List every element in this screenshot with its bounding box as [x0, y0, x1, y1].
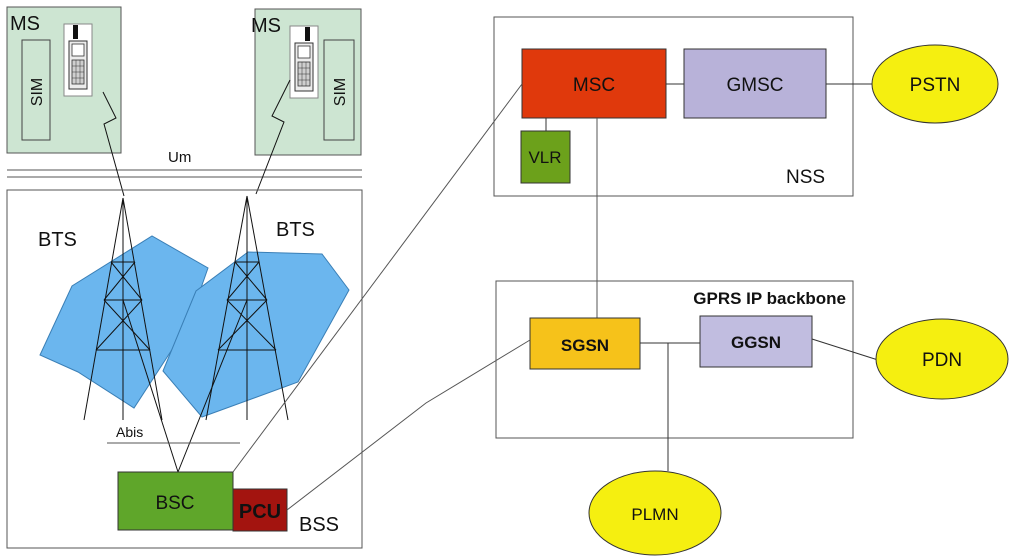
sim-left-card [21, 39, 51, 141]
vlr-node [520, 130, 571, 184]
sim-left-label: SIM [29, 78, 46, 106]
ms-right-box: MS SIM [251, 8, 362, 156]
sim-right-card [323, 39, 355, 141]
cell-right [162, 251, 350, 418]
radio-tower-icon [205, 195, 289, 421]
ggsn-node [699, 315, 813, 368]
ggsn-pdn-link [811, 338, 879, 361]
abis-label: Abis [116, 424, 143, 440]
pstn-label: PSTN [910, 75, 961, 96]
pdn-node [875, 318, 1009, 400]
ms-right-label: MS [251, 15, 281, 37]
bsc-node [117, 471, 234, 531]
bss-box [6, 189, 363, 549]
bsc-msc-link [232, 83, 523, 473]
gprs-backbone-label: GPRS IP backbone [693, 289, 846, 308]
plmn-node [588, 470, 722, 556]
pcu-label: PCU [239, 501, 281, 523]
sim-right-label: SIM [332, 78, 349, 106]
vlr-label: VLR [528, 148, 561, 167]
ms-left-box: MS SIM [6, 6, 122, 154]
bts-right-label: BTS [276, 219, 315, 241]
bts-left-label: BTS [38, 229, 77, 251]
ms-left-label: MS [10, 13, 40, 35]
msc-node [521, 48, 667, 119]
nss-label: NSS [786, 167, 825, 188]
pdn-label: PDN [922, 350, 962, 371]
pcu-sgsn-link [286, 339, 531, 511]
bss-label: BSS [299, 514, 339, 536]
pstn-node [871, 44, 999, 124]
mobile-phone-icon [63, 23, 93, 97]
ggsn-label: GGSN [731, 333, 781, 352]
msc-label: MSC [573, 75, 615, 96]
gmsc-node [683, 48, 827, 119]
gmsc-label: GMSC [727, 75, 784, 96]
radio-tower-icon [83, 197, 163, 421]
bsc-label: BSC [155, 493, 194, 514]
um-label: Um [168, 149, 191, 166]
pcu-node [232, 488, 288, 532]
sgsn-label: SGSN [561, 336, 609, 355]
mobile-phone-icon [289, 25, 319, 99]
radio-link-left [102, 91, 125, 197]
plmn-label: PLMN [631, 505, 678, 524]
radio-link-right [255, 79, 291, 195]
sgsn-node [529, 317, 641, 370]
